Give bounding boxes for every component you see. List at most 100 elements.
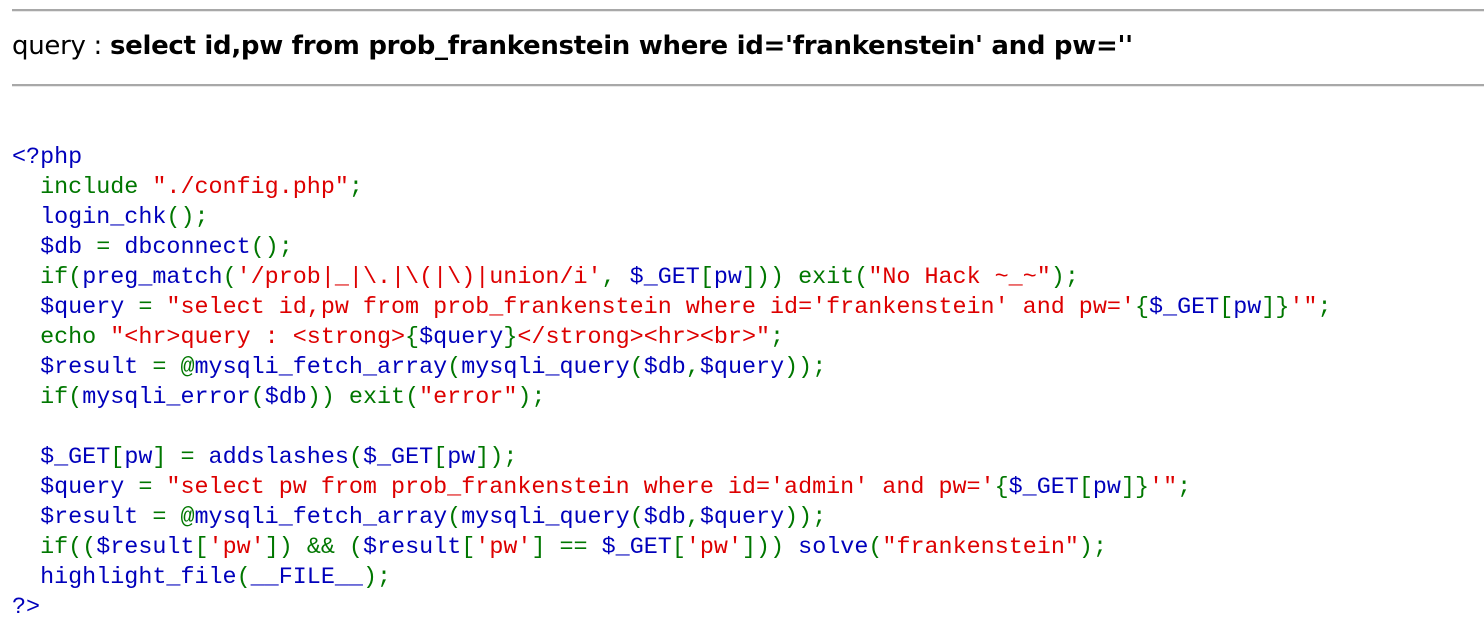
code-token-default: $query bbox=[699, 505, 785, 531]
query-string: select id,pw from prob_frankenstein wher… bbox=[109, 31, 1133, 61]
code-token-default: pw bbox=[124, 445, 153, 471]
code-token-default: $query bbox=[419, 325, 504, 351]
code-token-keyword: { bbox=[405, 325, 420, 351]
code-token-string: 'pw' bbox=[685, 535, 743, 561]
code-token-keyword: = bbox=[138, 475, 167, 501]
code-token-default: $_GET bbox=[362, 445, 434, 471]
code-token-keyword: [ bbox=[671, 535, 686, 561]
code-token-default: $result bbox=[362, 535, 462, 561]
code-token-default: $_GET bbox=[629, 265, 700, 291]
code-line: $result = @mysqli_fetch_array(mysqli_que… bbox=[12, 353, 1332, 383]
code-token-default: $_GET bbox=[1008, 475, 1079, 501]
code-token-keyword: , bbox=[601, 265, 630, 291]
code-token-keyword: )); bbox=[784, 355, 827, 381]
code-token-default: $db bbox=[643, 505, 686, 531]
code-token-keyword: ); bbox=[517, 385, 546, 411]
code-token-keyword: [ bbox=[461, 535, 476, 561]
code-line bbox=[12, 413, 1332, 443]
code-token-string: '" bbox=[1149, 475, 1178, 501]
code-token-keyword: [ bbox=[1078, 475, 1093, 501]
code-token-default: mysqli_error bbox=[82, 385, 251, 411]
code-line: ?> bbox=[12, 593, 1332, 623]
code-token-default: $result bbox=[12, 355, 153, 381]
code-line: if(mysqli_error($db)) exit("error"); bbox=[12, 383, 1332, 413]
code-line: include "./config.php"; bbox=[12, 173, 1332, 203]
code-line: $query = "select pw from prob_frankenste… bbox=[12, 473, 1332, 503]
code-line: if(($result['pw']) && ($result['pw'] == … bbox=[12, 533, 1332, 563]
code-token-string: '" bbox=[1289, 295, 1318, 321]
code-token-default: mysqli_query bbox=[461, 505, 630, 531]
code-token-default: $query bbox=[12, 295, 139, 321]
query-prefix-label: query : bbox=[12, 31, 110, 61]
code-token-keyword: if(( bbox=[12, 535, 97, 561]
code-token-default: $db bbox=[264, 385, 307, 411]
code-token-default: addslashes bbox=[208, 445, 349, 471]
code-token-keyword: ]); bbox=[475, 445, 518, 471]
code-token-default: $_GET bbox=[1149, 295, 1220, 321]
code-token-string: </strong><hr><br>" bbox=[517, 325, 771, 351]
php-source-code: <?php include "./config.php"; login_chk(… bbox=[12, 143, 1332, 623]
code-token-keyword: echo bbox=[12, 325, 111, 351]
code-token-keyword: [ bbox=[194, 535, 209, 561]
code-token-default: dbconnect bbox=[124, 235, 251, 261]
code-token-keyword: = bbox=[138, 295, 167, 321]
code-token-keyword: ] == bbox=[531, 535, 602, 561]
code-token-default: mysqli_fetch_array bbox=[194, 505, 448, 531]
code-token-keyword: ( bbox=[236, 565, 251, 591]
code-token-keyword: = bbox=[96, 235, 125, 261]
code-token-keyword: include bbox=[12, 175, 153, 201]
code-token-string: '/prob|_|\.|\(|\)|union/i' bbox=[236, 265, 602, 291]
code-token-keyword: ]} bbox=[1120, 475, 1150, 501]
code-token-default: pw bbox=[713, 265, 742, 291]
code-token-keyword: ( bbox=[629, 355, 644, 381]
code-token-default: $result bbox=[96, 535, 195, 561]
code-token-keyword: ])) bbox=[742, 535, 799, 561]
code-token-keyword: ( bbox=[447, 505, 462, 531]
code-token-string: 'pw' bbox=[208, 535, 265, 561]
code-line: $_GET[pw] = addslashes($_GET[pw]); bbox=[12, 443, 1332, 473]
code-token-keyword: ( bbox=[222, 265, 237, 291]
code-token-string: "./config.php" bbox=[152, 175, 349, 201]
code-token-default: $db bbox=[12, 235, 97, 261]
code-token-default: <?php bbox=[12, 145, 83, 171]
code-line: if(preg_match('/prob|_|\.|\(|\)|union/i'… bbox=[12, 263, 1332, 293]
code-token-keyword: )) exit( bbox=[306, 385, 420, 411]
code-token-keyword: ])) exit( bbox=[741, 265, 869, 291]
code-token-default: $db bbox=[643, 355, 686, 381]
code-token-keyword: ; bbox=[1177, 475, 1192, 501]
code-token-default: $_GET bbox=[601, 535, 672, 561]
code-token-keyword: [ bbox=[699, 265, 714, 291]
code-token-default: highlight_file bbox=[12, 565, 237, 591]
code-token-string: "<hr>query : <strong> bbox=[110, 325, 406, 351]
code-token-keyword: ( bbox=[348, 445, 363, 471]
horizontal-rule-top bbox=[12, 9, 1484, 12]
code-token-default: mysqli_query bbox=[461, 355, 630, 381]
code-token-default: mysqli_fetch_array bbox=[194, 355, 448, 381]
code-token-keyword: ]) && ( bbox=[264, 535, 363, 561]
code-line: $result = @mysqli_fetch_array(mysqli_que… bbox=[12, 503, 1332, 533]
code-token-default: pw bbox=[447, 445, 476, 471]
code-token-keyword: ); bbox=[1050, 265, 1079, 291]
code-token-keyword: } bbox=[503, 325, 518, 351]
code-token-keyword: (); bbox=[166, 205, 209, 231]
code-token-keyword: if( bbox=[12, 265, 83, 291]
code-line: $db = dbconnect(); bbox=[12, 233, 1332, 263]
code-token-default: __FILE__ bbox=[250, 565, 363, 591]
code-token-keyword: (); bbox=[250, 235, 293, 261]
code-token-default: $result bbox=[12, 505, 153, 531]
code-token-default: login_chk bbox=[12, 205, 167, 231]
code-token-default: $_GET bbox=[12, 445, 111, 471]
code-token-keyword: if( bbox=[12, 385, 83, 411]
code-token-default: $query bbox=[12, 475, 139, 501]
code-token-string: "No Hack ~_~" bbox=[868, 265, 1051, 291]
code-line: echo "<hr>query : <strong>{$query}</stro… bbox=[12, 323, 1332, 353]
code-token-keyword: ( bbox=[868, 535, 883, 561]
horizontal-rule-bottom bbox=[12, 84, 1484, 87]
code-token-keyword: , bbox=[685, 505, 700, 531]
code-token-default: pw bbox=[1233, 295, 1262, 321]
code-token-default: $query bbox=[699, 355, 785, 381]
code-token-string: "error" bbox=[419, 385, 518, 411]
code-token-default bbox=[12, 415, 26, 441]
code-token-keyword: ; bbox=[770, 325, 785, 351]
code-token-keyword: , bbox=[685, 355, 700, 381]
